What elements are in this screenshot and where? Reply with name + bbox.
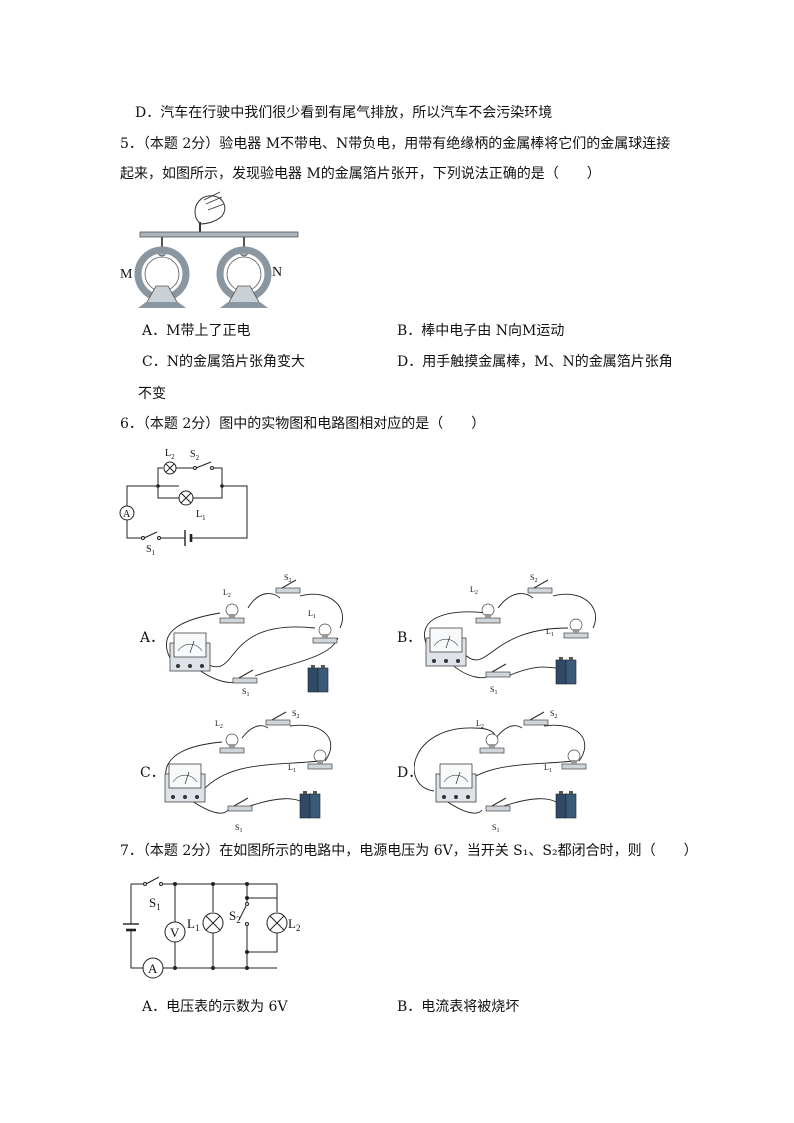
q6-schematic: L2 S2 L1 S1 A (119, 448, 248, 557)
q6-option-a-label: A． (140, 630, 165, 646)
svg-text:L1: L1 (544, 763, 552, 774)
label-n: N (272, 265, 282, 280)
svg-text:S1: S1 (490, 685, 497, 696)
q4-option-d: D．汽车在行驶中我们很少看到有尾气排放，所以汽车不会污染环境 (135, 105, 553, 121)
svg-text:S2: S2 (284, 573, 291, 584)
q7-circuit: S1 V L1 S2 L2 A (123, 876, 300, 979)
svg-text:L1: L1 (546, 627, 554, 638)
svg-text:S2: S2 (292, 709, 299, 720)
q5-stem-line2: 起来，如图所示，发现验电器 M的金属箔片张开，下列说法正确的是（ ） (120, 166, 601, 182)
svg-text:S2: S2 (190, 449, 200, 462)
q6-option-b-figure: L2 S2 L1 S1 (424, 573, 597, 696)
svg-text:S1: S1 (235, 823, 242, 834)
q7-option-a: A．电压表的示数为 6V (142, 999, 288, 1015)
label-m: M (120, 267, 133, 282)
q5-option-c: C．N的金属箔片张角变大 (142, 354, 305, 370)
svg-text:L2: L2 (470, 585, 478, 596)
svg-text:A: A (123, 509, 131, 520)
svg-text:L1: L1 (288, 763, 296, 774)
svg-text:S2: S2 (229, 908, 241, 925)
svg-text:L2: L2 (165, 448, 175, 461)
q6-option-b-label: B． (397, 630, 422, 646)
svg-text:L2: L2 (288, 916, 300, 933)
q6-stem: 6．（本题 2分）图中的实物图和电路图相对应的是（ ） (120, 416, 486, 432)
q7-stem: 7．（本题 2分）在如图所示的电路中，电源电压为 6V，当开关 S₁、S₂都闭合… (120, 843, 698, 859)
q6-option-c-label: C． (140, 765, 165, 781)
svg-text:S1: S1 (149, 895, 161, 912)
q7-option-b: B．电流表将被烧坏 (397, 999, 520, 1015)
svg-text:A: A (148, 961, 158, 976)
svg-text:L1: L1 (308, 609, 316, 620)
q5-option-b: B．棒中电子由 N向M运动 (397, 323, 565, 339)
q5-option-d-line1: D．用手触摸金属棒，M、N的金属箔片张角 (397, 354, 673, 370)
svg-text:L1: L1 (187, 916, 199, 933)
q6-option-c-figure: L2 S2 L1 S1 (164, 709, 333, 834)
electroscope-figure: M N (120, 191, 299, 308)
q5-option-d-line2: 不变 (138, 386, 166, 402)
q6-option-d-figure: L2 S2 L1 S1 (414, 709, 587, 834)
q5-option-a: A．M带上了正电 (142, 323, 251, 339)
svg-text:S1: S1 (242, 687, 249, 698)
svg-text:S1: S1 (146, 544, 156, 557)
svg-text:V: V (170, 925, 180, 940)
q6-option-a-figure: L2 S2 L1 S1 (165, 573, 344, 698)
svg-text:L1: L1 (196, 509, 206, 522)
svg-text:S1: S1 (492, 823, 499, 834)
q5-stem-line1: 5．（本题 2分）验电器 M不带电、N带负电，用带有绝缘柄的金属棒将它们的金属球… (120, 136, 671, 152)
svg-text:S2: S2 (530, 573, 537, 584)
svg-text:L2: L2 (476, 719, 484, 730)
svg-text:L2: L2 (223, 588, 231, 599)
svg-text:L2: L2 (215, 719, 223, 730)
svg-text:S2: S2 (550, 709, 557, 720)
